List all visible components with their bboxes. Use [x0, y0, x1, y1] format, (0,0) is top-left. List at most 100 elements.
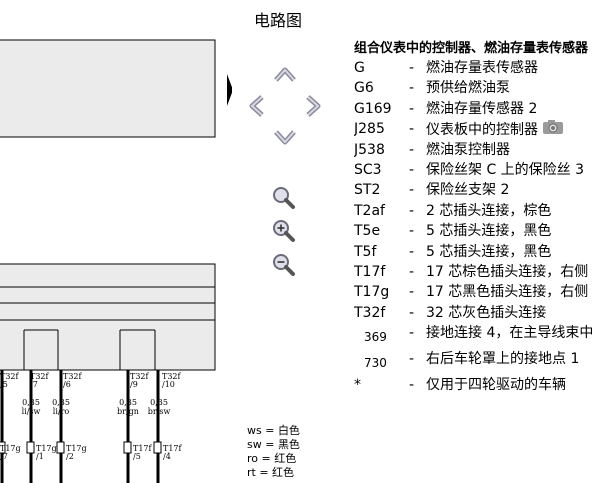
- legend-code: *: [354, 377, 361, 394]
- diagram-lines: [0, 39, 232, 483]
- legend-dash: -: [409, 304, 415, 321]
- legend-code: G6: [354, 80, 374, 97]
- legend-desc: 17 芯棕色插头连接，右侧: [426, 263, 589, 280]
- legend-dash: -: [409, 351, 415, 368]
- legend-dash: -: [409, 223, 415, 240]
- legend-code: ST2: [354, 182, 381, 199]
- legend-item: T5f -5 芯插头连接，黑色: [354, 242, 602, 262]
- legend-code: T5e: [354, 223, 381, 240]
- legend-code: 730: [364, 356, 387, 371]
- legend-item: * -仅用于四轮驱动的车辆: [354, 375, 602, 395]
- legend-dash: -: [409, 141, 415, 158]
- zoom-out-button[interactable]: [270, 251, 296, 277]
- legend-dash: -: [409, 243, 415, 260]
- page-title: 电路图: [254, 11, 303, 30]
- legend-item: G -燃油存量表传感器: [354, 58, 602, 78]
- legend-desc: 仪表板中的控制器: [426, 119, 564, 141]
- legend-item: J538-燃油泵控制器: [354, 140, 602, 160]
- magnifier-icon: [273, 187, 295, 209]
- legend-title: 组合仪表中的控制器、燃油存量表传感器: [354, 41, 589, 56]
- wire-color-key: ws = 白色 sw = 黑色 ro = 红色 rt = 红色: [247, 424, 300, 480]
- legend-code: 369: [364, 330, 387, 345]
- legend-desc: 预供给燃油泵: [426, 80, 510, 97]
- legend-code: J285: [354, 121, 385, 138]
- legend-code: T17f: [354, 263, 386, 280]
- legend-code: T2af: [354, 202, 385, 219]
- legend-item: T32f -32 芯灰色插头连接: [354, 303, 602, 323]
- color-key-item: sw = 黑色: [247, 438, 300, 451]
- legend-item[interactable]: J285 -仪表板中的控制器: [354, 119, 602, 139]
- legend-item: T2af -2 芯插头连接，棕色: [354, 201, 602, 221]
- color-key-item: ws = 白色: [247, 424, 300, 437]
- pan-right-button[interactable]: [300, 93, 326, 119]
- legend-item: T17f -17 芯棕色插头连接，右侧: [354, 262, 602, 282]
- connector-label: T17f/5: [133, 444, 152, 461]
- legend-code: T17g: [354, 284, 390, 301]
- legend-desc: 燃油存量表传感器: [426, 60, 538, 76]
- legend-desc: 仅用于四轮驱动的车辆: [426, 377, 566, 394]
- chevron-up-icon: [274, 67, 296, 82]
- legend-item: G6 -预供给燃油泵: [354, 78, 602, 98]
- legend-item: SC3 -保险丝架 C 上的保险丝 3: [354, 160, 602, 180]
- connector-label: T17g/1: [36, 444, 57, 461]
- pan-up-button[interactable]: [272, 62, 298, 88]
- chevron-down-icon: [274, 130, 296, 145]
- color-key-item: rt = 红色: [247, 466, 295, 479]
- legend-desc: 5 芯插头连接，黑色: [426, 243, 552, 260]
- legend-dash: -: [409, 80, 415, 97]
- legend-item: 730 -右后车轮罩上的接地点 1: [354, 349, 602, 375]
- legend-dash: -: [409, 182, 415, 199]
- connector-label: T17f/4: [163, 444, 182, 461]
- pan-down-button[interactable]: [272, 124, 298, 150]
- legend-desc: 保险丝支架 2: [426, 182, 510, 199]
- zoom-fit-button[interactable]: [270, 184, 296, 210]
- legend-dash: -: [409, 100, 415, 117]
- legend-desc: 17 芯黑色插头连接，右侧: [426, 284, 589, 301]
- legend-item: T5e -5 芯插头连接，黑色: [354, 221, 602, 241]
- legend-code: G169: [354, 100, 392, 117]
- legend-code: SC3: [354, 161, 382, 178]
- legend-desc: 右后车轮罩上的接地点 1: [426, 351, 580, 368]
- pan-left-button[interactable]: [244, 93, 270, 119]
- connector-label: T17g/7: [0, 444, 21, 461]
- legend-dash: -: [409, 202, 415, 219]
- legend-desc: 接地连接 4，在主导线束中: [426, 325, 594, 342]
- legend-dash: -: [409, 161, 415, 178]
- legend-desc: 燃油存量传感器 2: [426, 100, 538, 117]
- chevron-left-icon: [249, 95, 264, 117]
- legend-item: T17g -17 芯黑色插头连接，右侧: [354, 282, 602, 302]
- legend-dash: -: [409, 325, 415, 342]
- pin-label: T32f/6: [63, 372, 82, 389]
- camera-icon[interactable]: [542, 119, 564, 141]
- legend-code: T32f: [354, 304, 386, 321]
- chevron-right-icon: [306, 95, 321, 117]
- legend-dash: -: [409, 60, 415, 76]
- circuit-diagram[interactable]: T32f/5 T32f/7 T32f/6 T32f/9 T32f/10 0,35…: [0, 0, 232, 483]
- legend-item: G169-燃油存量传感器 2: [354, 99, 602, 119]
- legend-desc: 燃油泵控制器: [426, 141, 510, 158]
- legend-desc: 5 芯插头连接，黑色: [426, 223, 552, 240]
- legend-dash: -: [409, 284, 415, 301]
- legend-code: T5f: [354, 243, 377, 260]
- legend-item: ST2 -保险丝支架 2: [354, 180, 602, 200]
- pin-label: T32f/9: [130, 372, 149, 389]
- color-key-item: ro = 红色: [247, 452, 297, 465]
- legend-dash: -: [409, 377, 415, 394]
- connector-label: T17g/2: [66, 444, 87, 461]
- legend-desc: 32 芯灰色插头连接: [426, 304, 547, 321]
- legend-desc: 保险丝架 C 上的保险丝 3: [426, 161, 585, 178]
- legend-dash: -: [409, 121, 415, 138]
- zoom-in-icon: [273, 220, 295, 242]
- zoom-out-icon: [273, 254, 295, 276]
- legend-item: 369 -接地连接 4，在主导线束中: [354, 323, 602, 349]
- legend-code: G: [354, 60, 365, 76]
- legend-dash: -: [409, 263, 415, 280]
- legend-desc: 2 芯插头连接，棕色: [426, 202, 552, 219]
- zoom-in-button[interactable]: [270, 217, 296, 243]
- pin-label: T32f/10: [162, 372, 181, 389]
